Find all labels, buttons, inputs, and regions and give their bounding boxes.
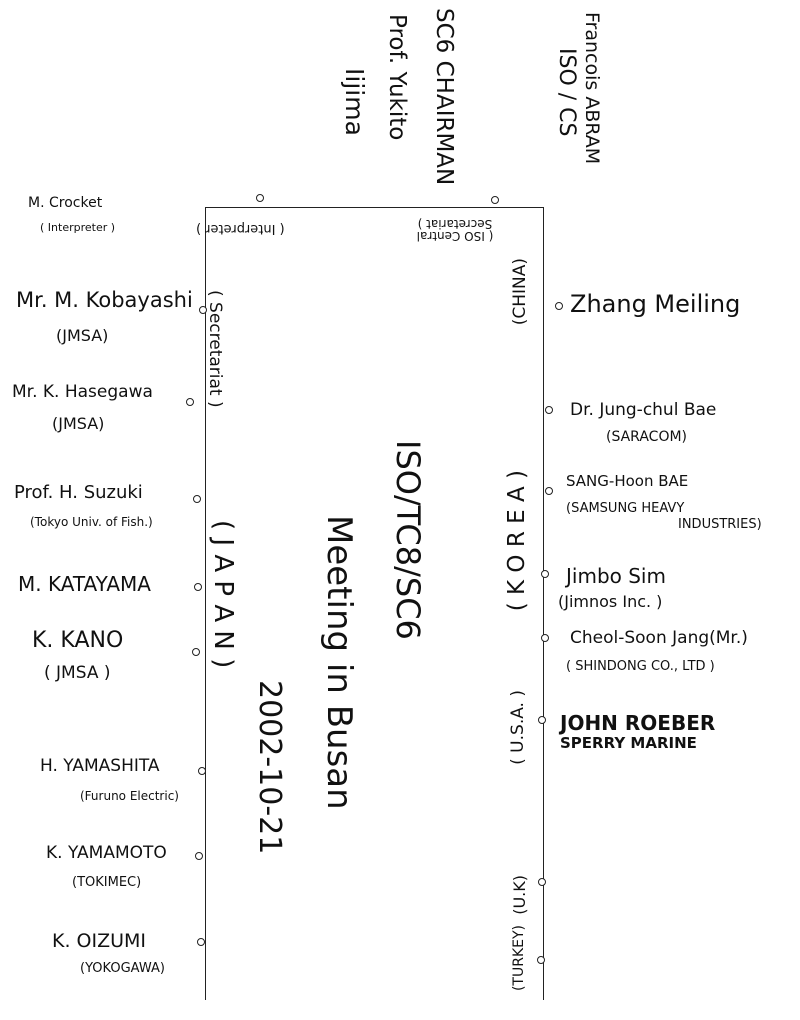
delegate-name: SANG-Hoon BAE — [566, 472, 689, 490]
meeting-subtitle: Meeting in Busan — [319, 515, 359, 810]
seat-marker — [537, 956, 545, 964]
delegate-org-line2: INDUSTRIES) — [678, 517, 762, 532]
delegate-name: Zhang Meiling — [570, 290, 741, 318]
delegate-name: K. KANO — [32, 628, 124, 653]
delegate-org: SPERRY MARINE — [560, 734, 697, 752]
seat-marker — [491, 196, 499, 204]
seat-marker — [545, 406, 553, 414]
delegate-name: Jimbo Sim — [566, 564, 666, 588]
seat-marker — [538, 716, 546, 724]
country-usa: ( U.S.A. ) — [508, 690, 528, 765]
delegate-org: (JMSA) — [52, 414, 105, 433]
delegate-org: (JMSA) — [56, 326, 109, 345]
seat-marker — [195, 852, 203, 860]
meeting-date: 2002-10-21 — [252, 680, 287, 855]
seat-marker — [199, 306, 207, 314]
delegate-org: (SARACOM) — [606, 429, 688, 445]
seat-marker — [192, 648, 200, 656]
seat-marker — [198, 767, 206, 775]
chair-title: SC6 CHAIRMAN — [431, 8, 457, 186]
delegate-org: (TOKIMEC) — [72, 875, 142, 890]
seat-marker — [194, 583, 202, 591]
seat-marker — [555, 302, 563, 310]
abram-role: ISO / CS — [554, 48, 579, 137]
seat-marker — [256, 194, 264, 202]
delegate-name: Dr. Jung-chul Bae — [570, 400, 717, 420]
country-uk: (U.K) — [510, 875, 529, 915]
seat-marker — [186, 398, 194, 406]
chair-surname: Iijima — [340, 68, 369, 136]
crocket-name: M. Crocket — [28, 195, 103, 211]
seat-marker — [197, 938, 205, 946]
delegate-org: ( SHINDONG CO., LTD ) — [566, 659, 715, 674]
delegate-name: Prof. H. Suzuki — [14, 482, 143, 503]
seat-marker — [538, 878, 546, 886]
delegate-org: (SAMSUNG HEAVY — [566, 501, 685, 516]
delegate-org: (Furuno Electric) — [80, 789, 179, 803]
chair-name: Prof. Yukito — [384, 14, 410, 141]
seat-marker — [545, 487, 553, 495]
iso-central-secretariat-label: ( ISO Central Secretariat ) — [416, 217, 494, 243]
country-china: (CHINA) — [510, 258, 530, 326]
meeting-title: ISO/TC8/SC6 — [389, 440, 427, 640]
country-korea: ( K O R E A ) — [504, 470, 530, 612]
meeting-table — [205, 207, 544, 1000]
country-japan: ( J A P A N ) — [208, 520, 238, 669]
delegate-name: M. KATAYAMA — [18, 572, 151, 596]
seat-marker — [541, 570, 549, 578]
crocket-role: ( Interpreter ) — [40, 221, 116, 234]
delegate-name: Mr. K. Hasegawa — [12, 382, 153, 402]
seat-marker — [193, 495, 201, 503]
seat-marker — [541, 634, 549, 642]
abram-name: Francois ABRAM — [581, 12, 603, 165]
delegate-org: (YOKOGAWA) — [80, 961, 165, 976]
delegate-name: K. YAMAMOTO — [46, 843, 167, 863]
delegate-name: Cheol-Soon Jang(Mr.) — [570, 628, 748, 648]
delegate-org: ( JMSA ) — [44, 663, 111, 683]
interpreter-label: ( Interpreter ) — [196, 221, 285, 236]
country-turkey: (TURKEY) — [511, 925, 527, 992]
secretariat-label: ( Secretariat ) — [205, 290, 225, 408]
delegate-name: H. YAMASHITA — [40, 756, 160, 776]
delegate-name: JOHN ROEBER — [560, 711, 716, 735]
delegate-name: K. OIZUMI — [52, 930, 147, 952]
delegate-org: (Jimnos Inc. ) — [558, 592, 663, 611]
delegate-org: (Tokyo Univ. of Fish.) — [30, 515, 153, 529]
delegate-name: Mr. M. Kobayashi — [16, 288, 193, 312]
